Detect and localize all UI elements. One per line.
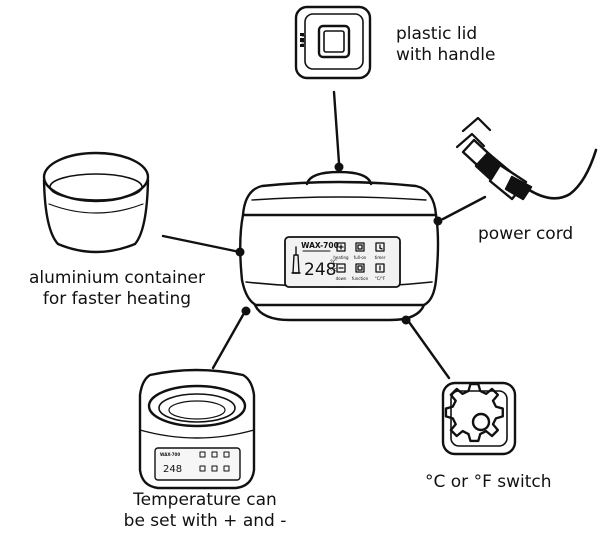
label-temperature: Temperature can be set with + and - bbox=[116, 490, 294, 532]
connector-temp bbox=[211, 313, 245, 370]
label-lid-line1: plastic lid bbox=[396, 24, 478, 44]
label-temp-line1: Temperature can bbox=[133, 490, 277, 510]
control-panel bbox=[284, 236, 401, 288]
mini-temperature: 248 bbox=[163, 464, 182, 475]
panel-model: WAX-700 bbox=[301, 241, 339, 250]
panel-unit-f: °F bbox=[330, 268, 337, 275]
power-cord-illustration bbox=[455, 116, 598, 201]
lid-badge-text: WAX bbox=[301, 35, 306, 44]
btn-label-5: °C/°F bbox=[375, 276, 386, 281]
btn-label-1: full-on bbox=[354, 255, 367, 260]
panel-buttons bbox=[336, 242, 385, 273]
lid-badge-icon bbox=[300, 33, 304, 47]
connector-container bbox=[161, 234, 237, 253]
gear-switch-icon bbox=[441, 381, 517, 456]
btn-label-3: down bbox=[336, 276, 347, 281]
mini-buttons bbox=[199, 451, 230, 472]
mini-control-panel bbox=[154, 447, 241, 481]
lid-illustration bbox=[294, 5, 372, 80]
main-device bbox=[239, 170, 440, 322]
btn-label-0: heating bbox=[333, 255, 349, 260]
connector-lines bbox=[161, 90, 487, 380]
connector-cord bbox=[441, 195, 487, 221]
label-plastic-lid: plastic lid with handle bbox=[396, 24, 495, 66]
label-lid-line2: with handle bbox=[396, 45, 496, 65]
connector-lid bbox=[332, 90, 341, 165]
label-container-line1: aluminium container bbox=[29, 268, 205, 288]
btn-label-4: function bbox=[352, 276, 369, 281]
panel-unit-c: °C bbox=[330, 259, 337, 266]
btn-label-2: timer bbox=[375, 255, 386, 260]
label-power-cord: power cord bbox=[478, 224, 574, 244]
label-container-line2: for faster heating bbox=[42, 289, 192, 309]
mini-device-illustration bbox=[138, 368, 256, 490]
mini-model: WAX-700 bbox=[160, 452, 180, 457]
panel-temperature: 248 bbox=[304, 260, 336, 280]
label-temp-line2: be set with + and - bbox=[123, 511, 287, 531]
label-aluminium-container: aluminium container for faster heating bbox=[14, 268, 220, 310]
container-illustration bbox=[42, 151, 150, 254]
connector-switch bbox=[407, 320, 451, 380]
label-unit-switch: °C or °F switch bbox=[425, 472, 552, 492]
